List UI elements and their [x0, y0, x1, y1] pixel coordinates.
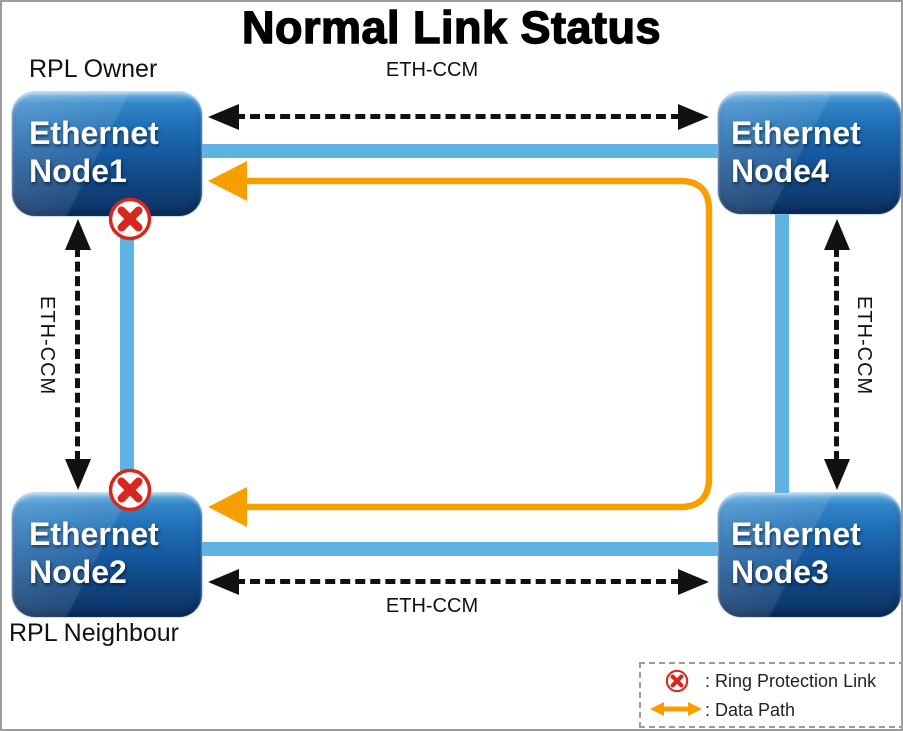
arrowhead-right-icon [678, 569, 709, 595]
node-ethernet-node4: Ethernet Node4 [718, 92, 901, 214]
rpl-neighbour-label: RPL Neighbour [9, 619, 180, 647]
legend-label-ring-protection-link: : Ring Protection Link [705, 671, 877, 691]
node-label-line1: Ethernet [731, 516, 861, 552]
eth-ccm-label-left: ETH-CCM [36, 296, 58, 396]
node-ethernet-node2: Ethernet Node2 [12, 493, 202, 617]
node-label-line2: Node3 [731, 554, 829, 590]
eth-ccm-label-top: ETH-CCM [385, 59, 479, 81]
legend-label-data-path: : Data Path [705, 700, 796, 720]
data-path-arrow-icon [650, 702, 702, 716]
arrowhead-up-icon [65, 219, 91, 250]
arrowhead-right-icon [678, 104, 709, 130]
node-label-line1: Ethernet [29, 115, 159, 151]
dashed-line [834, 247, 839, 461]
rpl-marker-icon [108, 468, 152, 512]
arrowhead-left-icon [208, 569, 239, 595]
ring-link-top [197, 144, 725, 158]
rpl-x-icon [665, 669, 689, 693]
ring-link-bottom [197, 542, 725, 556]
arrowhead-left-icon [208, 104, 239, 130]
rpl-owner-label: RPL Owner [29, 55, 158, 83]
arrowhead-up-icon [824, 219, 850, 250]
node-ethernet-node1: Ethernet Node1 [12, 92, 202, 216]
node-label-line1: Ethernet [29, 516, 159, 552]
page-title: Normal Link Status [241, 2, 662, 54]
ring-link-right [775, 207, 789, 497]
eth-ccm-label-bottom: ETH-CCM [385, 595, 479, 617]
dashed-line [235, 114, 681, 119]
ring-link-left [120, 207, 134, 497]
node-label-line2: Node4 [731, 153, 829, 189]
arrowhead-down-icon [65, 459, 91, 490]
node-ethernet-node3: Ethernet Node3 [718, 493, 901, 617]
dashed-line [75, 247, 80, 461]
dashed-line [235, 579, 681, 584]
node-label-line2: Node2 [29, 554, 127, 590]
legend-box: : Ring Protection Link : Data Path [639, 662, 901, 728]
arrowhead-down-icon [824, 459, 850, 490]
rpl-marker-icon [108, 197, 152, 241]
eth-ccm-label-right: ETH-CCM [853, 296, 875, 396]
node-label-line2: Node1 [29, 153, 127, 189]
node-label-line1: Ethernet [731, 115, 861, 151]
